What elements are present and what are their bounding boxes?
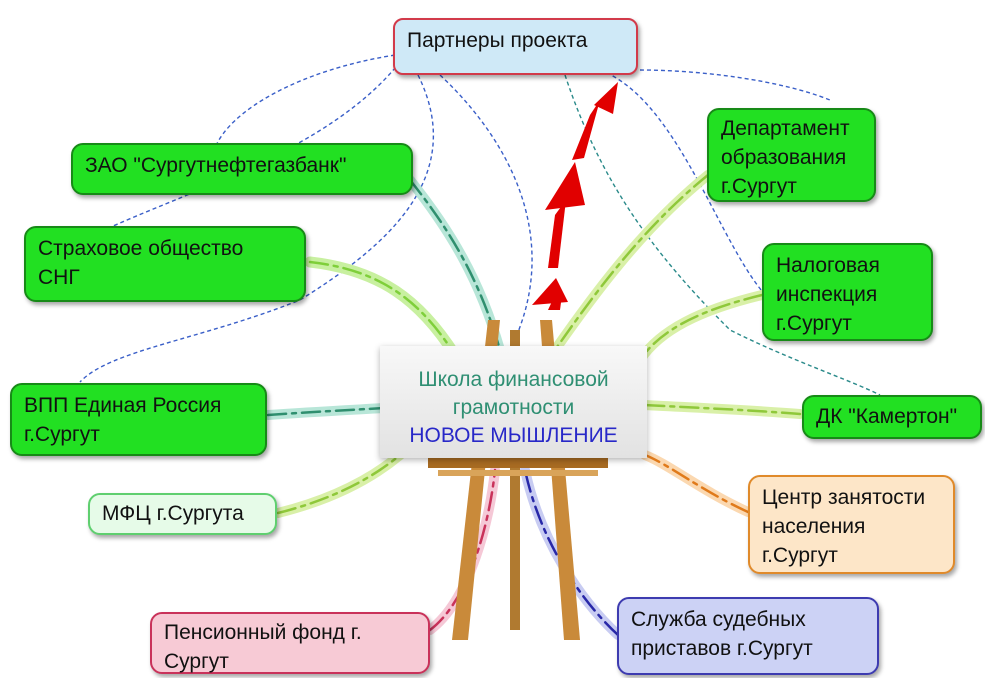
center-board: Школа финансовой грамотности НОВОЕ МЫШЛЕ… [380,346,647,458]
node-vpp[interactable]: ВПП Единая Россия г.Сургут [10,383,267,456]
node-kamerton[interactable]: ДК "Камертон" [802,395,982,439]
node-partners[interactable]: Партнеры проекта [393,18,638,75]
node-employment[interactable]: Центр занятости населения г.Сургут [748,475,955,574]
node-pension[interactable]: Пенсионный фонд г. Сургут [150,612,430,674]
node-mfc[interactable]: МФЦ г.Сургута [88,493,277,535]
center-title-line2: грамотности [452,396,575,419]
center-title-line1: Школа финансовой [418,368,609,391]
node-insurance[interactable]: Страховое общество СНГ [24,226,306,302]
node-tax[interactable]: Налоговая инспекция г.Сургут [762,243,933,341]
node-sngbank[interactable]: ЗАО "Сургутнефтегазбанк" [71,143,413,195]
node-bailiffs[interactable]: Служба судебных приставов г.Сургут [617,597,879,675]
red-arrow [532,82,618,310]
center-subtitle: НОВОЕ МЫШЛЕНИЕ [409,424,618,447]
partner-links [79,54,881,396]
green-roads [263,170,805,640]
node-education[interactable]: Департамент образования г.Сургут [707,108,876,202]
